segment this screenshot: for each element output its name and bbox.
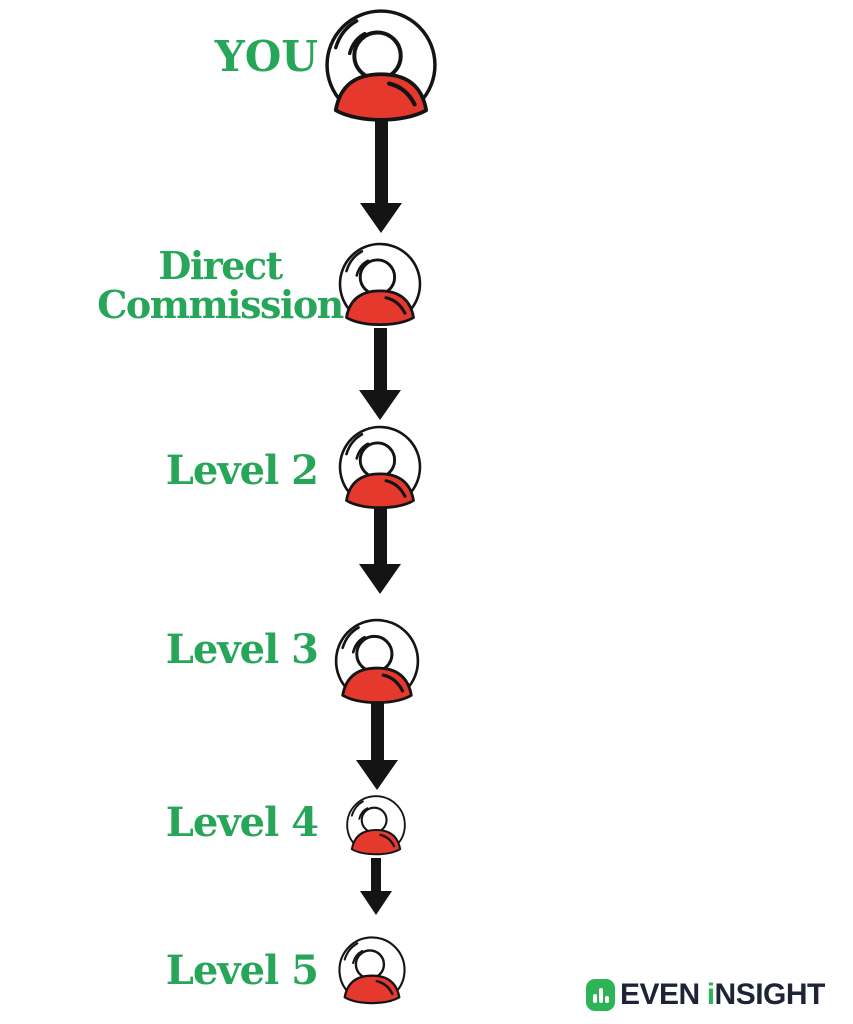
arrow-head	[360, 891, 392, 915]
arrow-head	[356, 760, 398, 790]
bar-chart-bar	[592, 994, 597, 1003]
brand-name-even: EVEN	[620, 978, 700, 1011]
down-arrow-icon	[359, 328, 401, 420]
down-arrow-icon	[360, 121, 402, 233]
node-label-direct-commission: Direct Commission	[97, 243, 344, 327]
arrow-shaft	[371, 858, 381, 891]
arrow-shaft	[373, 328, 387, 390]
down-arrow-icon	[356, 703, 398, 790]
arrow-head	[359, 564, 401, 594]
person-icon	[345, 794, 407, 856]
person-icon	[337, 935, 407, 1005]
bar-chart-bar	[604, 996, 609, 1003]
arrow-shaft	[373, 508, 387, 564]
node-label-level-5: Level 5	[165, 947, 319, 994]
arrow-shaft	[374, 121, 388, 203]
node-label-level-4: Level 4	[165, 799, 319, 846]
bar-chart-bar	[598, 988, 603, 1003]
person-icon	[323, 7, 439, 123]
brand-name-nsight: NSIGHT	[714, 978, 826, 1011]
arrow-head	[360, 203, 402, 233]
node-label-level-2: Level 2	[165, 447, 319, 494]
person-icon	[337, 241, 423, 327]
arrow-shaft	[370, 703, 384, 760]
brand-name-i: i	[706, 978, 715, 1011]
arrow-head	[359, 390, 401, 420]
person-icon	[333, 617, 421, 705]
down-arrow-icon	[360, 858, 392, 915]
node-label-you: YOU	[214, 32, 318, 81]
person-icon	[337, 424, 423, 510]
bar-chart-icon	[586, 979, 615, 1011]
node-label-level-3: Level 3	[165, 626, 319, 673]
down-arrow-icon	[359, 508, 401, 594]
